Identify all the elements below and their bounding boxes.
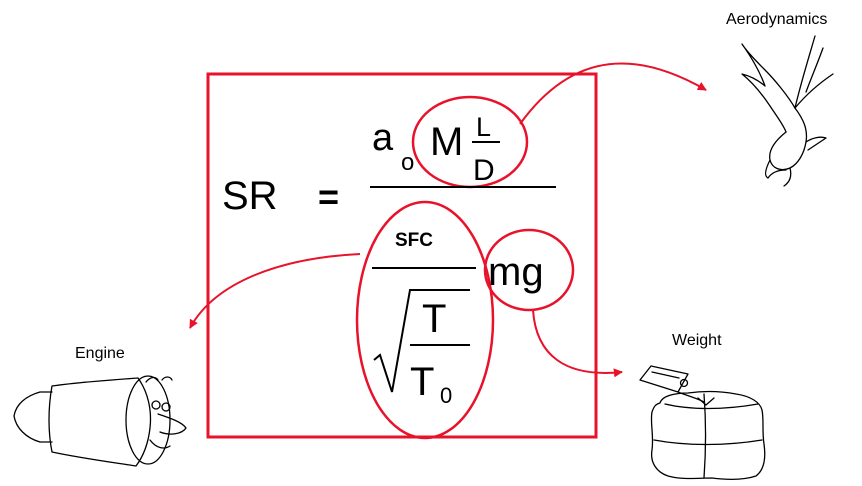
drag-symbol: D bbox=[473, 154, 495, 187]
dove-illustration-icon bbox=[741, 35, 834, 187]
arrow-to-engine bbox=[189, 253, 361, 329]
formula-lhs: SR bbox=[222, 174, 278, 218]
weight-highlight-circle bbox=[483, 228, 575, 312]
arrow-to-weight bbox=[532, 309, 623, 378]
speed-of-sound-symbol: a bbox=[372, 117, 394, 159]
engine-highlight-ellipse bbox=[355, 200, 495, 440]
temperature-symbol: T bbox=[422, 297, 446, 341]
cartoon-jet-engine-icon bbox=[13, 375, 187, 467]
aerodynamics-label: Aerodynamics bbox=[726, 11, 827, 28]
reference-temperature-symbol: T bbox=[410, 360, 434, 404]
sfc-label: SFC bbox=[395, 230, 433, 251]
weight-label: Weight bbox=[672, 332, 722, 349]
engine-label: Engine bbox=[75, 345, 125, 362]
square-root-sign bbox=[373, 289, 470, 393]
lift-symbol: L bbox=[476, 112, 491, 142]
tied-bundle-with-tag-icon bbox=[639, 365, 766, 480]
arrow-to-aerodynamics bbox=[519, 62, 707, 125]
speed-of-sound-subscript: o bbox=[401, 149, 414, 176]
formula-equals: = bbox=[318, 176, 339, 217]
formula-box bbox=[206, 72, 598, 439]
mach-symbol: M bbox=[430, 120, 463, 164]
reference-temperature-subscript: 0 bbox=[440, 383, 452, 408]
weight-term: mg bbox=[488, 250, 544, 294]
